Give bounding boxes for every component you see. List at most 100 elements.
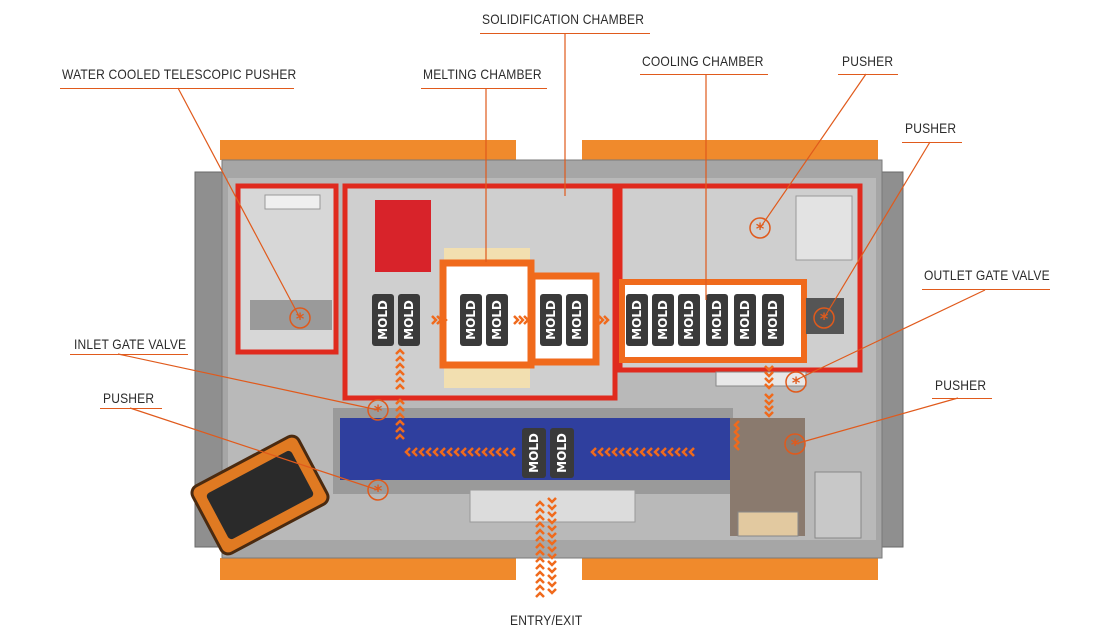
- flow-chevron: [547, 525, 557, 532]
- flow-chevron: [509, 447, 516, 457]
- flow-arrows: [395, 315, 774, 598]
- mold-block: MOLD: [762, 294, 784, 346]
- mold-block: MOLD: [398, 294, 420, 346]
- flow-chevron: [395, 433, 405, 440]
- flow-chevron: [547, 560, 557, 567]
- flow-chevron: [488, 447, 495, 457]
- flow-chevron: [681, 447, 688, 457]
- underline-pusher-lower-right: [932, 398, 992, 399]
- frame-top-left: [220, 140, 516, 160]
- flow-chevron: [395, 405, 405, 412]
- flow-chevron: [598, 315, 605, 325]
- flow-chevron: [481, 447, 488, 457]
- flow-chevron: [418, 447, 425, 457]
- flow-chevron: [395, 355, 405, 362]
- leader-telescopic-pusher: [177, 87, 301, 319]
- flow-chevron: [395, 383, 405, 390]
- flow-chevron: [547, 504, 557, 511]
- mold-label: MOLD: [376, 300, 390, 340]
- flow-chevron: [733, 441, 740, 451]
- mold-block: MOLD: [626, 294, 648, 346]
- mold-label: MOLD: [738, 300, 752, 340]
- flow-chevron: [535, 591, 545, 598]
- flow-chevron: [590, 447, 597, 457]
- mold-label: MOLD: [527, 433, 541, 473]
- mold-group: MOLD MOLD MOLD MOLD MOLD MOLD MOLD MOLD MOLD MOLD…: [372, 294, 784, 478]
- mold-block: MOLD: [734, 294, 756, 346]
- flow-chevron: [535, 563, 545, 570]
- flow-chevron: [395, 426, 405, 433]
- mold-block: MOLD: [706, 294, 728, 346]
- flow-chevron: [535, 507, 545, 514]
- underline-telescopic: [60, 88, 294, 89]
- leader-outlet-gate: [795, 289, 986, 381]
- flow-chevron: [646, 447, 653, 457]
- flow-chevron: [764, 371, 774, 378]
- mold-block: MOLD: [540, 294, 562, 346]
- flow-chevron: [535, 535, 545, 542]
- flow-chevron: [547, 511, 557, 518]
- mold-label: MOLD: [464, 300, 478, 340]
- flow-chevron: [764, 377, 774, 384]
- flow-chevron: [547, 497, 557, 504]
- flow-chevron: [395, 412, 405, 419]
- label-pusher-lower-right: PUSHER: [935, 377, 987, 393]
- mold-label: MOLD: [682, 300, 696, 340]
- label-water-cooled-telescopic-pusher: WATER COOLED TELESCOPIC PUSHER: [62, 66, 297, 82]
- label-cooling-chamber: COOLING CHAMBER: [642, 53, 764, 69]
- frame-bottom-left: [220, 558, 516, 580]
- underline-pusher-left: [100, 408, 162, 409]
- mold-label: MOLD: [490, 300, 504, 340]
- underline-cooling: [640, 74, 768, 75]
- flow-chevron: [446, 447, 453, 457]
- flow-chevron: [547, 574, 557, 581]
- asterisk-marker: *: [813, 307, 835, 329]
- mold-label: MOLD: [630, 300, 644, 340]
- mold-label: MOLD: [766, 300, 780, 340]
- leader-pusher-left: [129, 407, 379, 491]
- label-solidification-chamber: SOLIDIFICATION CHAMBER: [482, 11, 645, 27]
- underline-pusher-top: [838, 74, 898, 75]
- mold-block: MOLD: [486, 294, 508, 346]
- flow-chevron: [518, 315, 525, 325]
- flow-chevron: [535, 556, 545, 563]
- flow-chevron: [395, 398, 405, 405]
- flow-chevron: [547, 581, 557, 588]
- flow-chevron: [395, 369, 405, 376]
- mold-block: MOLD: [678, 294, 700, 346]
- flow-chevron: [547, 553, 557, 560]
- underline-solidification: [480, 33, 650, 34]
- flow-chevron: [547, 546, 557, 553]
- flow-chevron: [395, 362, 405, 369]
- flow-chevron: [439, 447, 446, 457]
- mold-label: MOLD: [710, 300, 724, 340]
- flow-chevron: [547, 539, 557, 546]
- flow-chevron: [460, 447, 467, 457]
- label-pusher-left: PUSHER: [103, 390, 155, 406]
- flow-chevron: [653, 447, 660, 457]
- flow-chevron: [764, 399, 774, 406]
- svg-text:*: *: [756, 219, 765, 238]
- flow-chevron: [547, 518, 557, 525]
- flow-chevron: [674, 447, 681, 457]
- leader-pusher-lower-right: [794, 397, 959, 445]
- flow-chevron: [535, 570, 545, 577]
- flow-chevron: [425, 447, 432, 457]
- flow-chevron: [597, 447, 604, 457]
- flow-chevron: [404, 447, 411, 457]
- flow-chevron: [453, 447, 460, 457]
- label-outlet-gate-valve: OUTLET GATE VALVE: [924, 267, 1050, 283]
- flow-chevron: [660, 447, 667, 457]
- mold-label: MOLD: [544, 300, 558, 340]
- mold-block: MOLD: [550, 428, 574, 478]
- label-melting-chamber: MELTING CHAMBER: [423, 66, 542, 82]
- label-inlet-gate-valve: INLET GATE VALVE: [74, 336, 187, 352]
- leader-pusher-right: [823, 141, 931, 319]
- flow-chevron: [625, 447, 632, 457]
- flow-chevron: [441, 315, 448, 325]
- flow-chevron: [395, 419, 405, 426]
- flow-chevron: [764, 411, 774, 418]
- flow-chevron: [535, 521, 545, 528]
- lower-right-plate: [737, 511, 799, 537]
